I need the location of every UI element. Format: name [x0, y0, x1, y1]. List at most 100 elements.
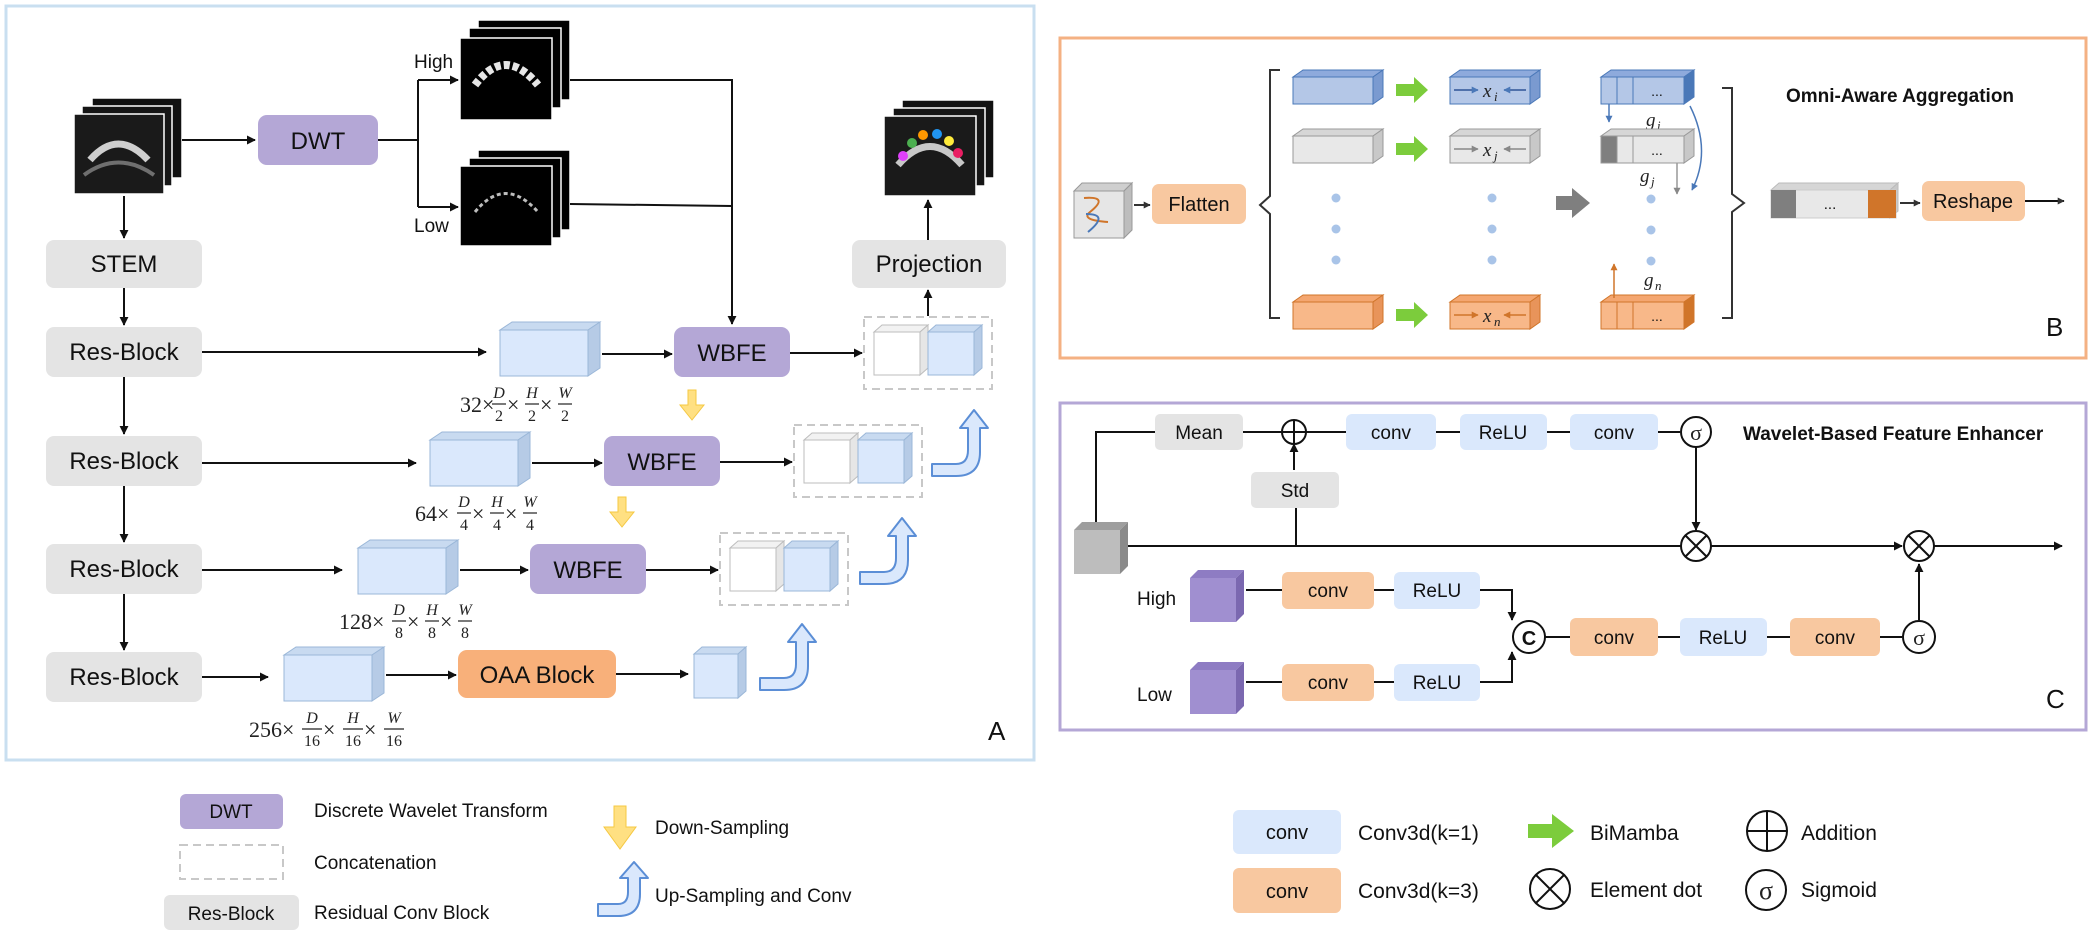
panel-c-title: Wavelet-Based Feature Enhancer	[1743, 424, 2044, 445]
legend-up-arrow	[597, 861, 649, 917]
flatten-node	[1152, 184, 1246, 224]
element-dot-node-2	[1903, 530, 1935, 562]
token-row-i: x i	[1291, 69, 1542, 105]
svg-text:×: ×	[323, 717, 335, 742]
legend-down-desc: Down-Sampling	[655, 818, 789, 839]
conv3-bottom-b-label: conv	[1815, 628, 1856, 649]
ct-input-image	[73, 97, 183, 195]
svg-text:×: ×	[482, 392, 494, 417]
concat-group-3	[719, 532, 849, 606]
concat-group-1	[863, 316, 993, 390]
svg-text:2: 2	[561, 408, 569, 425]
conv1-top-b-label: conv	[1594, 423, 1635, 444]
svg-text:D: D	[492, 385, 505, 402]
dim-label-2: 64 × D 4 × H 4 × W 4	[415, 494, 538, 534]
svg-text:...: ...	[1651, 83, 1663, 99]
panel-b-title: Omni-Aware Aggregation	[1786, 86, 2014, 107]
svg-text:32: 32	[460, 392, 482, 417]
svg-text:×: ×	[540, 392, 552, 417]
res-block-4-label: Res-Block	[69, 664, 179, 691]
svg-text:4: 4	[493, 517, 501, 534]
legend-addition-desc: Addition	[1801, 822, 1877, 845]
legend-res-desc: Residual Conv Block	[314, 903, 490, 924]
svg-text:2: 2	[495, 408, 503, 425]
mean-node	[1155, 414, 1243, 450]
relu-bottom-label: ReLU	[1699, 628, 1748, 649]
conv3-bottom-a	[1570, 618, 1658, 656]
low-input-cube	[1190, 662, 1244, 714]
concat-node	[1512, 620, 1546, 654]
legend-sigmoid-desc: Sigmoid	[1801, 879, 1877, 902]
legend-conv3-swatch-label: conv	[1266, 881, 1308, 903]
res-block-column: Res-Block Res-Block Res-Block Res-Block	[46, 327, 202, 702]
conv1-top-b	[1570, 414, 1658, 450]
up-sampling-arrows	[759, 409, 989, 691]
down-sampling-arrows	[608, 389, 706, 528]
edge-dwt-split	[378, 75, 459, 212]
svg-text:D: D	[392, 602, 405, 619]
feature-cube-1	[498, 321, 602, 377]
wbfe-node-3	[530, 544, 646, 594]
legend-addition-icon	[1746, 810, 1788, 852]
relu-high	[1394, 572, 1480, 609]
svg-text:×: ×	[407, 609, 419, 634]
panel-a-letter: A	[988, 716, 1006, 746]
g-n-subscript: n	[1655, 278, 1662, 293]
svg-text:16: 16	[345, 733, 361, 750]
svg-text:128: 128	[339, 609, 372, 634]
sigmoid-node-top-label: σ	[1690, 420, 1702, 445]
low-frequency-image	[459, 149, 571, 247]
svg-text:×: ×	[364, 717, 376, 742]
dim-label-3: 128 × D 8 × H 8 × W 8	[339, 602, 473, 642]
addition-node	[1281, 419, 1307, 445]
svg-text:H: H	[525, 385, 539, 402]
svg-text:D: D	[305, 710, 318, 727]
g-i-subscript: i	[1657, 118, 1661, 133]
legend-dwt-swatch	[180, 794, 283, 829]
aggregated-token: ...	[1769, 181, 1900, 220]
feature-cube-2	[428, 431, 532, 487]
g-i-label: g	[1646, 110, 1656, 131]
g-token-n: ... g n	[1599, 270, 1696, 330]
right-brace	[1722, 87, 1746, 319]
panel-c-letter: C	[2046, 684, 2065, 714]
stem-node-label: STEM	[91, 251, 158, 278]
x-n-subscript: n	[1494, 314, 1501, 329]
oaa-output-cube	[692, 645, 748, 700]
legend-conv1-swatch-label: conv	[1266, 822, 1308, 844]
sigmoid-node-bottom-label: σ	[1913, 625, 1925, 650]
svg-text:D: D	[457, 494, 470, 511]
legend-dwt-swatch-label: DWT	[209, 802, 253, 823]
panel-b-letter: B	[2046, 312, 2063, 342]
g-j-label: g	[1640, 166, 1650, 187]
aggregation-arrow	[1556, 188, 1590, 218]
edge-high-low-wbfe	[569, 79, 737, 325]
res-block-3-label: Res-Block	[69, 556, 179, 583]
relu-top	[1460, 414, 1547, 450]
legend-bimamba-desc: BiMamba	[1590, 822, 1679, 845]
dim-label-1: 32 × D 2 × H 2 × W 2	[460, 385, 573, 425]
input-feature-cube-b	[1072, 181, 1134, 240]
x-i-label: x	[1482, 81, 1492, 102]
high-input-cube	[1190, 570, 1244, 622]
res-block-2-label: Res-Block	[69, 448, 179, 475]
legend-right: conv Conv3d(k=1) conv Conv3d(k=3) BiMamb…	[1233, 810, 1877, 913]
x-i-subscript: i	[1494, 89, 1498, 104]
conv3-high-label: conv	[1308, 581, 1349, 602]
res-block-2	[46, 436, 202, 486]
svg-text:256: 256	[249, 717, 282, 742]
svg-text:×: ×	[282, 717, 294, 742]
high-label: High	[414, 52, 453, 73]
legend-conv3-desc: Conv3d(k=3)	[1358, 880, 1479, 903]
input-feature-cube-c	[1074, 522, 1128, 574]
wbfe-node-2	[604, 436, 720, 486]
level-1: WBFE	[202, 321, 863, 377]
dim-label-4: 256 × D 16 × H 16 × W 16	[249, 710, 404, 750]
legend-sigmoid-icon	[1745, 869, 1787, 911]
svg-text:H: H	[346, 710, 360, 727]
conv3-bottom-b	[1790, 618, 1880, 656]
svg-text:×: ×	[505, 501, 517, 526]
res-block-3	[46, 544, 202, 594]
projection-node	[852, 240, 1006, 288]
conv3-high	[1282, 572, 1374, 609]
